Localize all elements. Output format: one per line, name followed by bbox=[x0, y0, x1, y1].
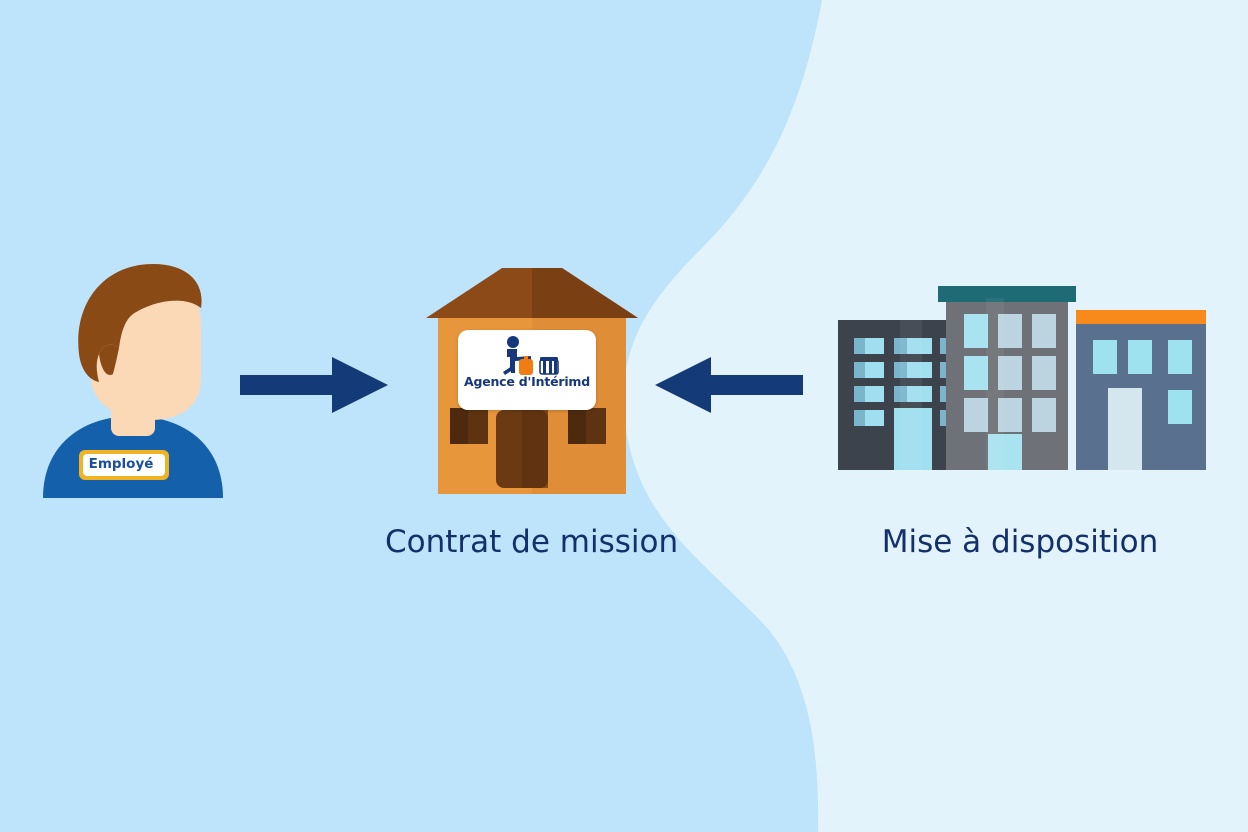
companies-caption: Mise à disposition bbox=[881, 524, 1159, 560]
arrow-right-icon bbox=[240, 357, 388, 413]
agency-sign-text: Agence d'Intérimd bbox=[463, 374, 591, 389]
agency-sign: Agence d'Intérimd bbox=[458, 330, 596, 410]
blue-office-building bbox=[1076, 310, 1206, 470]
gray-office-building bbox=[938, 286, 1076, 470]
company-buildings bbox=[838, 286, 1206, 470]
agency-caption: Contrat de mission bbox=[385, 524, 679, 560]
arrow-left-icon bbox=[655, 357, 803, 413]
traveler-with-luggage-icon bbox=[503, 336, 559, 375]
employee-avatar bbox=[43, 264, 223, 498]
